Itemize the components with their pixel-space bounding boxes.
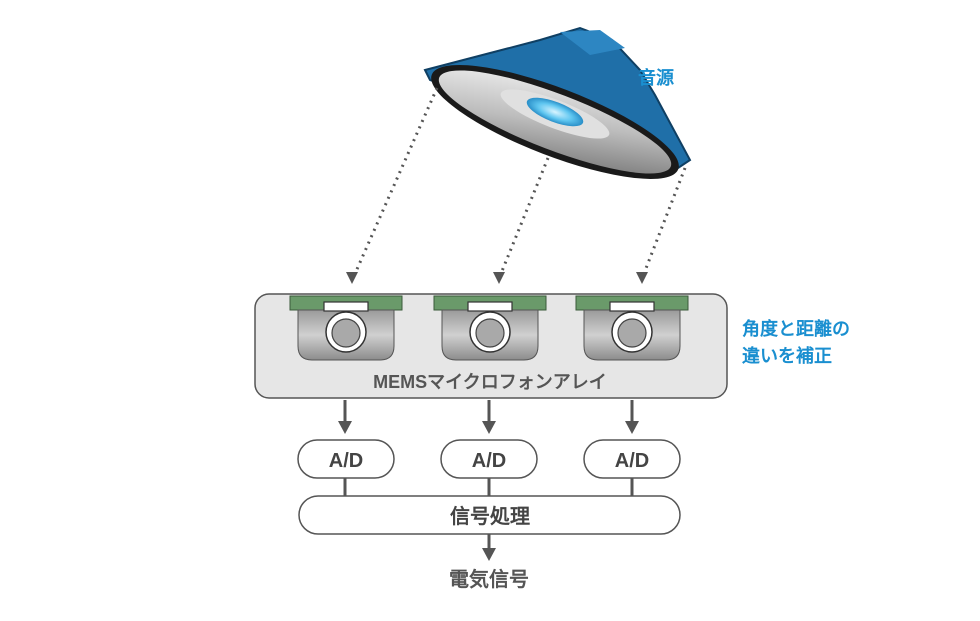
adc-arrowhead-3 [625, 421, 639, 434]
speaker-icon [423, 26, 692, 179]
processing-label: 信号処理 [450, 504, 530, 528]
microphone-3 [575, 295, 689, 361]
sound-path-1 [352, 87, 439, 277]
adc-box-3: A/D [583, 439, 681, 479]
sound-arrowhead-2 [493, 272, 505, 284]
sound-arrowhead-1 [346, 272, 358, 284]
sound-paths [352, 87, 687, 277]
sound-path-2 [498, 157, 550, 277]
correction-label-line2: 違いを補正 [742, 345, 832, 366]
processing-box: 信号処理 [298, 495, 681, 535]
sound-arrowhead-3 [636, 272, 648, 284]
adc-label-2: A/D [472, 450, 506, 472]
adc-label-1: A/D [329, 450, 363, 472]
sound-path-3 [641, 167, 687, 277]
adc-arrowhead-1 [338, 421, 352, 434]
output-arrowhead [482, 548, 496, 561]
adc-to-processing-lines [343, 478, 634, 496]
microphone-2 [433, 295, 547, 361]
adc-arrowhead-2 [482, 421, 496, 434]
source-label: 音源 [638, 67, 674, 88]
correction-label-line1: 角度と距離の [742, 318, 850, 339]
adc-label-3: A/D [615, 450, 649, 472]
microphone-1 [289, 295, 403, 361]
array-to-adc-arrows [343, 400, 634, 424]
adc-box-1: A/D [297, 439, 395, 479]
array-label: MEMSマイクロフォンアレイ [373, 372, 607, 392]
output-label: 電気信号 [449, 567, 529, 591]
adc-box-2: A/D [440, 439, 538, 479]
